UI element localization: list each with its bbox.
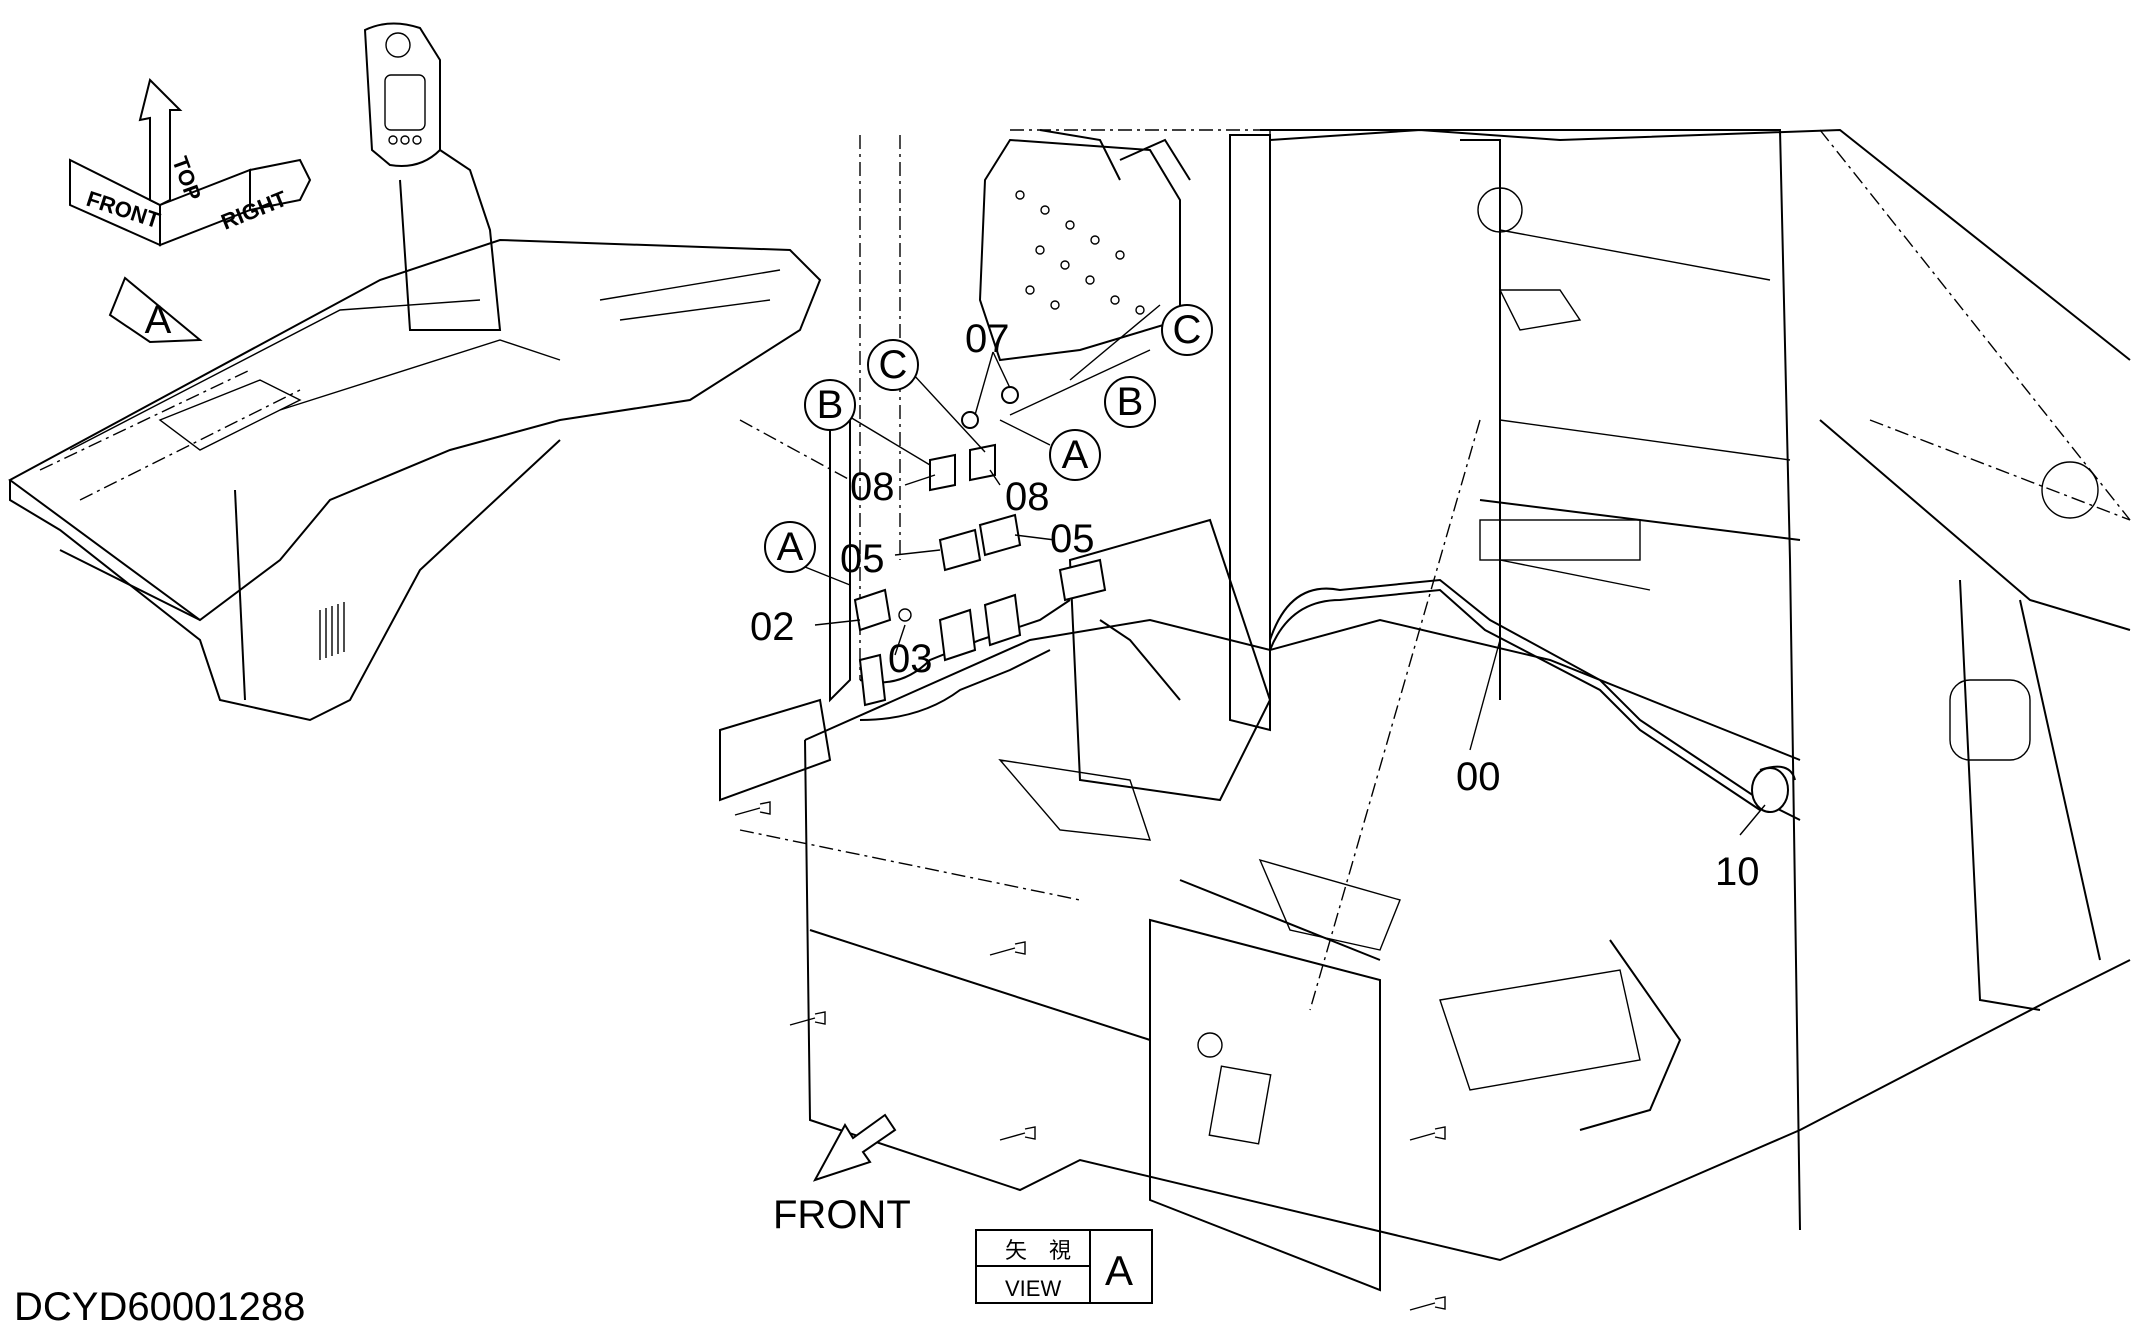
callout-a-right: A	[1049, 429, 1101, 481]
direction-top-label: TOP	[167, 153, 206, 204]
front-label: FRONT	[773, 1193, 911, 1237]
drawing-id: DCYD60001288	[14, 1285, 305, 1329]
part-label-02: 02	[750, 605, 795, 649]
svg-text:A: A	[777, 525, 804, 569]
callout-b-left: B	[804, 379, 856, 431]
screws	[734, 801, 1446, 1311]
part-label-08-right: 08	[1005, 475, 1050, 519]
callout-c-right: C	[1161, 304, 1213, 356]
view-box-jp-label: 矢 視	[1005, 1238, 1071, 1263]
view-a-box: 矢 視 VIEW A	[975, 1229, 1153, 1304]
part-harness-03	[858, 593, 1071, 721]
part-label-07: 07	[965, 317, 1010, 361]
front-direction-arrow: FRONT	[773, 1113, 911, 1237]
callout-b-right: B	[1104, 376, 1156, 428]
view-box-letter: A	[1105, 1247, 1133, 1294]
view-box-en-label: VIEW	[1005, 1276, 1061, 1301]
part-clamp-10	[1751, 765, 1796, 813]
part-label-05-right: 05	[1050, 517, 1095, 561]
part-label-05-left: 05	[840, 537, 885, 581]
part-relay-05	[938, 513, 1107, 602]
bracket-holes	[1015, 190, 1145, 315]
svg-text:B: B	[1117, 380, 1144, 424]
svg-text:A: A	[1062, 433, 1089, 477]
direction-indicator: FRONT TOP RIGHT	[69, 78, 312, 247]
part-label-10: 10	[1715, 850, 1760, 894]
callout-c-left: C	[867, 339, 919, 391]
part-label-03: 03	[888, 637, 933, 681]
view-arrow-letter: A	[145, 298, 172, 342]
main-assembly-view	[719, 128, 2131, 1311]
part-connector-02	[853, 588, 912, 632]
callout-a-left: A	[764, 521, 816, 573]
part-bolt-07	[961, 386, 1019, 429]
inset-console-view	[8, 22, 822, 722]
svg-text:C: C	[1173, 308, 1202, 352]
inset-vent-grille	[319, 602, 345, 660]
part-label-00: 00	[1456, 755, 1501, 799]
view-arrow-a: A	[108, 276, 203, 344]
part-relay-08	[929, 443, 996, 492]
part-label-08-left: 08	[850, 465, 895, 509]
svg-text:B: B	[817, 383, 844, 427]
svg-text:C: C	[879, 343, 908, 387]
